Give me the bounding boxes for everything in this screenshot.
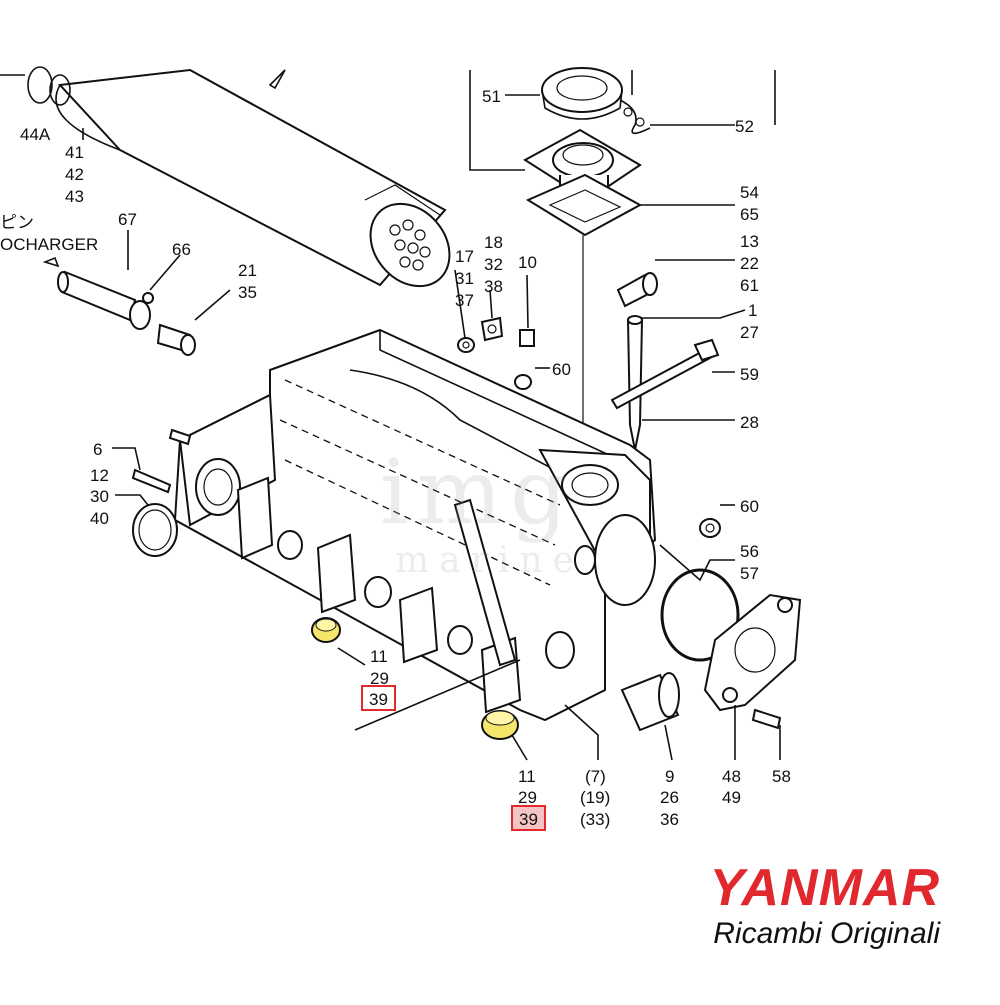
highlight-box-39-left [361, 685, 396, 711]
label-9: 9 [665, 767, 674, 786]
label-39-right: 39 [519, 810, 538, 829]
washer-17 [457, 337, 475, 353]
label-42: 42 [65, 165, 84, 184]
cap-51 [541, 67, 623, 120]
label-60-right: 60 [740, 497, 759, 516]
label-44a: 44A [20, 125, 51, 144]
brand-subtitle: Ricambi Originali [713, 917, 940, 950]
label-11-left: 11 [370, 647, 388, 666]
watermark-sub: marine [395, 540, 584, 581]
label-13: 13 [740, 232, 759, 251]
label-60-top: 60 [552, 360, 571, 379]
label-38: 38 [484, 277, 503, 296]
label-11-right: 11 [518, 767, 536, 786]
fitting-66 [142, 292, 154, 304]
ring-12 [132, 503, 178, 557]
tube-end-cap-holes [389, 219, 431, 271]
label-6: 6 [93, 440, 102, 459]
ring-44a [0, 66, 71, 106]
label-61: 61 [740, 276, 759, 295]
label-29-right: 29 [518, 788, 537, 807]
label-35: 35 [238, 283, 257, 302]
label-51: 51 [482, 87, 501, 106]
label-pin: ピン [0, 213, 34, 232]
bolt-59 [610, 338, 720, 410]
label-19: (19) [580, 788, 610, 807]
brand-logo-text: YANMAR [709, 859, 940, 917]
label-66: 66 [172, 240, 191, 259]
fitting-13 [616, 272, 658, 308]
label-12: 12 [90, 466, 109, 485]
manifold-body [173, 328, 657, 722]
label-turbocharger: OCHARGER [0, 235, 98, 254]
gasket-65 [525, 173, 643, 237]
label-7: (7) [585, 767, 606, 786]
nut-60-top [514, 374, 532, 390]
label-65: 65 [740, 205, 759, 224]
oring-56 [660, 568, 740, 662]
watermark-main: img [380, 440, 576, 545]
arrow-turbo [42, 256, 60, 268]
stud-6 [131, 468, 172, 494]
cover-48 [703, 593, 802, 712]
label-30: 30 [90, 487, 109, 506]
label-32: 32 [484, 255, 503, 274]
plug-39-right [481, 710, 519, 740]
callout-labels: 44A 41 42 43 ピン OCHARGER 67 66 21 35 17 … [0, 87, 791, 829]
label-31: 31 [455, 269, 474, 288]
label-26: 26 [660, 788, 679, 807]
label-39-left: 39 [369, 690, 388, 709]
label-10: 10 [518, 253, 537, 272]
label-57: 57 [740, 564, 759, 583]
chain-52 [619, 99, 651, 135]
label-49: 49 [722, 788, 741, 807]
label-22: 22 [740, 254, 759, 273]
plug-10 [519, 329, 535, 347]
label-58: 58 [772, 767, 791, 786]
label-54: 54 [740, 183, 759, 202]
label-59: 59 [740, 365, 759, 384]
label-67: 67 [118, 210, 137, 229]
label-37: 37 [455, 291, 474, 310]
stud-left-top [168, 428, 192, 446]
zinc-9 [620, 672, 680, 732]
pin-28 [626, 315, 644, 451]
label-27: 27 [740, 323, 759, 342]
label-36: 36 [660, 810, 679, 829]
label-48: 48 [722, 767, 741, 786]
label-18: 18 [484, 233, 503, 252]
sleeve-21 [156, 323, 196, 356]
label-28: 28 [740, 413, 759, 432]
label-1: 1 [748, 301, 757, 320]
label-43: 43 [65, 187, 84, 206]
nut-18 [480, 316, 504, 342]
label-40: 40 [90, 509, 109, 528]
label-52: 52 [735, 117, 754, 136]
cooler-tube [55, 68, 451, 288]
pipe-67 [57, 270, 151, 330]
highlight-box-39-right [511, 805, 546, 831]
label-29-left: 29 [370, 669, 389, 688]
label-21: 21 [238, 261, 257, 280]
label-17: 17 [455, 247, 474, 266]
nut-60-right [699, 518, 721, 538]
brand-block: YANMAR Ricambi Originali [640, 860, 940, 952]
plug-39-left [311, 617, 341, 643]
bolt-58 [751, 708, 782, 730]
label-41: 41 [65, 143, 84, 162]
label-56: 56 [740, 542, 759, 561]
label-33: (33) [580, 810, 610, 829]
leader-lines [82, 70, 781, 761]
